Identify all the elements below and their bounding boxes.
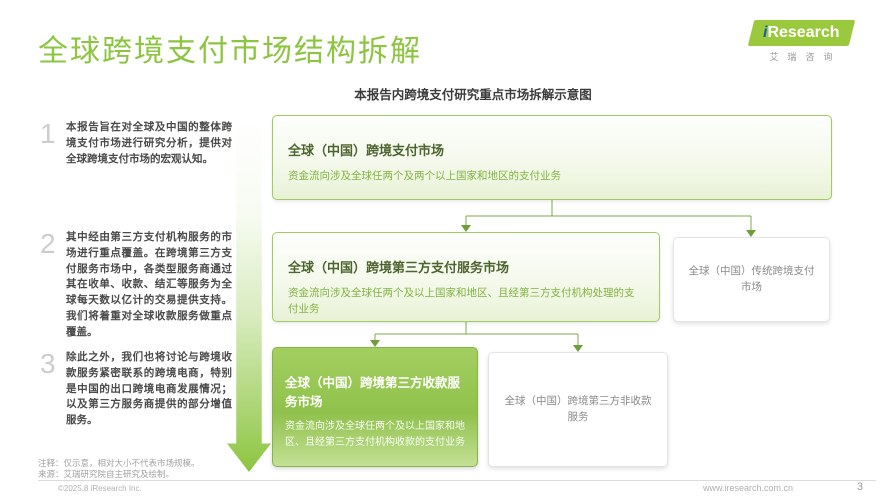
box-title: 全球（中国）跨境第三方收款服务市场: [285, 376, 461, 409]
left-note-2: 2 其中经由第三方支付机构服务的市场进行重点覆盖。在跨境第三方支付服务市场中，各…: [40, 228, 232, 340]
box-third-party-collection-service-market: 全球（中国）跨境第三方收款服务市场 资金流向涉及全球任两个及以上国家和地区、且经…: [272, 347, 478, 467]
footer-divider: [38, 480, 876, 481]
footnote-source: 来源：艾瑞研究院自主研究及绘制。: [38, 469, 175, 479]
website-url: www.iresearch.com.cn: [702, 483, 793, 493]
box-third-party-non-collection-service: 全球（中国）跨境第三方非收款服务: [488, 352, 668, 467]
box-third-party-payment-service-market: 全球（中国）跨境第三方支付服务市场 资金流向涉及全球任两个及以上国家和地区、且经…: [272, 232, 660, 322]
footnote-annotation: 注释：仅示意，相对大小不代表市场规模。: [38, 458, 200, 468]
iresearch-logo: iResearch 艾瑞咨询: [741, 20, 861, 63]
left-note-1: 1 本报告旨在对全球及中国的整体跨境支付市场进行研究分析，提供对全球跨境支付市场…: [40, 118, 232, 167]
left-note-3: 3 除此之外，我们也将讨论与跨境收款服务紧密联系的跨境电商，特别是中国的出口跨境…: [40, 350, 232, 429]
diagram-subtitle: 本报告内跨境支付研究重点市场拆解示意图: [354, 88, 592, 102]
copyright-text: ©2025.8 iResearch Inc.: [58, 484, 142, 493]
note-text-2: 其中经由第三方支付机构服务的市场进行重点覆盖。在跨境第三方支付服务市场中，各类型…: [66, 231, 232, 338]
logo-letter-rest: Research: [767, 24, 840, 41]
logo-parallelogram: iResearch: [747, 20, 855, 46]
box-title: 全球（中国）传统跨境支付市场: [688, 264, 815, 293]
box-title: 全球（中国）跨境第三方非收款服务: [504, 394, 652, 423]
page-title: 全球跨境支付市场结构拆解: [38, 35, 422, 68]
box-description: 资金流向涉及全球任两个及以上国家和地区、且经第三方支付机构处理的支付业务: [288, 287, 635, 315]
note-number-2: 2: [40, 228, 56, 259]
logo-wordmark: iResearch: [763, 24, 840, 42]
note-number-1: 1: [40, 118, 56, 149]
box-global-cross-border-payment-market: 全球（中国）跨境支付市场 资金流向涉及全球任两个及两个以上国家和地区的支付业务: [272, 115, 832, 200]
box-title: 全球（中国）跨境支付市场: [288, 143, 445, 158]
logo-chinese-name: 艾瑞咨询: [769, 52, 842, 62]
box-title: 全球（中国）跨境第三方支付服务市场: [288, 260, 510, 275]
page-number: 3: [856, 481, 863, 493]
note-text-3: 除此之外，我们也将讨论与跨境收款服务紧密联系的跨境电商，特别是中国的出口跨境电商…: [66, 351, 232, 426]
box-description: 资金流向涉及全球任两个及以上国家和地区、且经第三方支付机构收款的支付业务: [285, 421, 465, 448]
down-gradient-arrow-icon: [227, 116, 271, 472]
note-text-1: 本报告旨在对全球及中国的整体跨境支付市场进行研究分析，提供对全球跨境支付市场的宏…: [66, 121, 232, 165]
note-number-3: 3: [40, 348, 56, 379]
box-description: 资金流向涉及全球任两个及两个以上国家和地区的支付业务: [288, 170, 561, 182]
box-traditional-cross-border-payment-market: 全球（中国）传统跨境支付市场: [673, 237, 830, 322]
